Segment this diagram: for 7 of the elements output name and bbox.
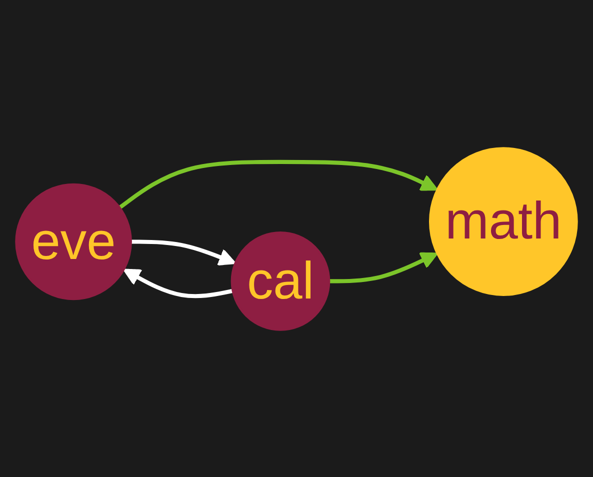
node-circle: eve bbox=[15, 182, 132, 300]
arrow bbox=[122, 268, 234, 298]
arrow bbox=[130, 239, 236, 266]
node-circle: math bbox=[428, 146, 578, 296]
arrow bbox=[118, 159, 438, 209]
arrow bbox=[329, 252, 438, 283]
node-circle: cal bbox=[230, 231, 330, 330]
